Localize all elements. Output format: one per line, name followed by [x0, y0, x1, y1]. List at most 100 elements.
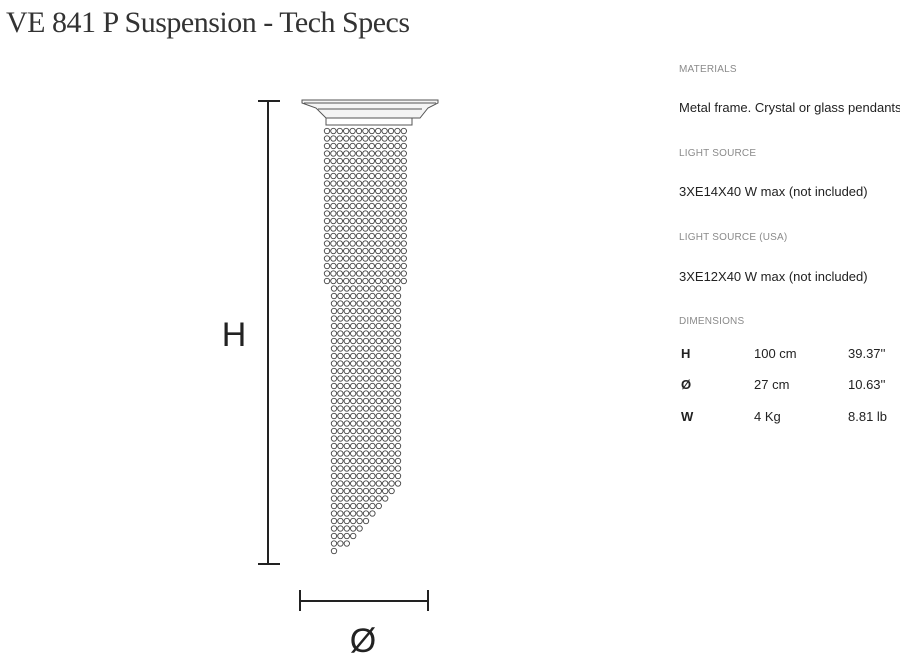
crystal-bead	[343, 285, 350, 292]
crystal-bead	[355, 142, 363, 150]
crystal-bead	[382, 457, 389, 465]
crystal-bead	[400, 187, 407, 195]
crystal-bead	[375, 382, 382, 390]
crystal-bead	[343, 217, 350, 225]
crystal-bead	[362, 210, 369, 217]
crystal-bead	[362, 352, 370, 360]
crystal-bead	[394, 180, 401, 187]
crystal-bead	[343, 465, 350, 472]
crystal-bead	[375, 262, 382, 270]
crystal-bead	[369, 337, 376, 345]
crystal-bead	[375, 292, 382, 300]
crystal-bead	[355, 165, 363, 172]
crystal-bead	[337, 405, 344, 412]
diameter-marker: Ø	[350, 622, 376, 660]
crystal-bead	[368, 150, 375, 157]
crystal-bead	[330, 262, 337, 270]
crystal-bead	[382, 322, 389, 330]
crystal-bead	[350, 465, 357, 472]
crystal-bead	[394, 382, 402, 390]
crystal-bead	[323, 135, 331, 142]
crystal-bead	[350, 405, 357, 412]
crystal-bead	[330, 367, 338, 375]
crystal-bead	[356, 510, 363, 517]
crystal-bead	[362, 495, 370, 502]
crystal-bead	[349, 225, 356, 232]
crystal-bead	[330, 270, 337, 277]
crystal-bead	[330, 142, 337, 150]
crystal-bead	[394, 367, 402, 375]
crystal-bead	[330, 427, 338, 435]
crystal-bead	[337, 397, 344, 405]
dimension-imperial: 8.81 lb	[848, 409, 888, 424]
crystal-bead	[350, 442, 357, 450]
crystal-bead	[343, 202, 350, 210]
crystal-bead	[400, 217, 407, 225]
crystal-bead	[362, 300, 370, 307]
crystal-bead	[394, 397, 402, 405]
crystal-bead	[394, 412, 402, 420]
crystal-bead	[356, 442, 363, 450]
dimension-metric: 4 Kg	[754, 409, 781, 424]
crystal-bead	[343, 360, 350, 367]
crystal-bead	[394, 322, 402, 330]
crystal-bead	[330, 217, 337, 225]
dimension-row-weight: W 4 Kg 8.81 lb	[679, 409, 900, 427]
crystal-bead	[375, 390, 382, 397]
crystal-bead	[362, 195, 369, 202]
crystal-bead	[368, 187, 375, 195]
crystal-bead	[343, 495, 350, 502]
crystal-bead	[387, 172, 395, 180]
crystal-bead	[368, 210, 375, 217]
crystal-bead	[330, 457, 338, 465]
crystal-bead	[368, 262, 375, 270]
crystal-bead	[362, 427, 370, 435]
height-marker: H	[222, 316, 247, 354]
crystal-bead	[337, 435, 344, 442]
crystal-bead	[382, 405, 389, 412]
crystal-bead	[369, 427, 376, 435]
crystal-bead	[388, 375, 395, 382]
crystal-bead	[362, 187, 369, 195]
crystal-bead	[336, 277, 343, 285]
crystal-bead	[368, 142, 375, 150]
crystal-bead	[349, 217, 356, 225]
crystal-bead	[343, 337, 350, 345]
crystal-bead	[400, 255, 407, 262]
crystal-bead	[375, 360, 382, 367]
crystal-bead	[336, 240, 343, 247]
crystal-bead	[375, 270, 382, 277]
crystal-bead	[337, 300, 344, 307]
crystal-bead	[343, 442, 350, 450]
crystal-bead	[394, 450, 402, 457]
crystal-bead	[343, 427, 350, 435]
crystal-bead	[343, 195, 350, 202]
crystal-bead	[343, 307, 350, 315]
crystal-bead	[323, 277, 331, 285]
crystal-bead	[356, 352, 363, 360]
crystal-bead	[343, 292, 350, 300]
crystal-bead	[375, 457, 382, 465]
crystal-bead	[343, 457, 350, 465]
crystal-bead	[356, 337, 363, 345]
crystal-bead	[350, 315, 357, 322]
crystal-bead	[382, 337, 389, 345]
crystal-bead	[349, 127, 356, 135]
crystal-bead	[362, 435, 370, 442]
crystal-bead	[336, 247, 343, 255]
crystal-bead	[388, 472, 395, 480]
crystal-bead	[375, 202, 382, 210]
crystal-bead	[382, 427, 389, 435]
height-dimension-line	[258, 100, 280, 565]
crystal-bead	[355, 217, 363, 225]
crystal-bead	[336, 135, 343, 142]
crystal-bead	[356, 345, 363, 352]
crystal-bead	[356, 525, 363, 532]
crystal-bead	[394, 352, 402, 360]
crystal-bead	[355, 240, 363, 247]
crystal-bead	[368, 127, 375, 135]
crystal-bead	[382, 420, 389, 427]
crystal-bead	[355, 127, 363, 135]
crystal-bead	[349, 277, 356, 285]
crystal-bead	[387, 150, 395, 157]
